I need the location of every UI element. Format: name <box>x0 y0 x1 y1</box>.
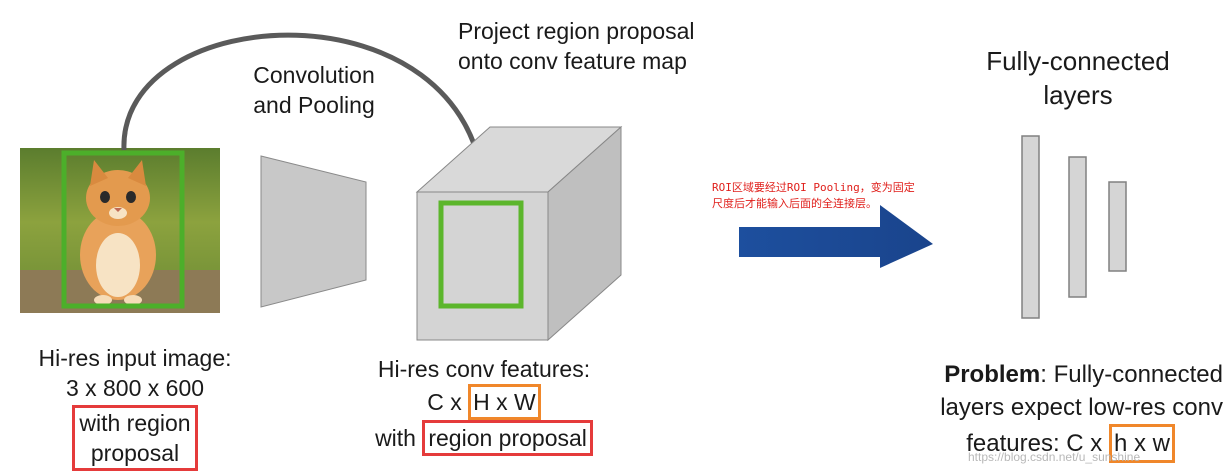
fc-layer-bar-1 <box>1021 135 1040 319</box>
conv-pooling-label: Convolution and Pooling <box>236 60 392 120</box>
fc-layers-label: Fully-connected layers <box>960 44 1196 112</box>
feature-region-proposal-box <box>438 200 524 309</box>
fc-layer-bar-2 <box>1068 156 1087 298</box>
input-region-proposal-box <box>61 150 185 309</box>
conv-caption-line3-prefix: with <box>375 425 423 451</box>
conv-pooling-label-line1: Convolution <box>253 62 375 88</box>
fc-layers-label-line2: layers <box>1043 80 1113 110</box>
conv-pooling-label-line2: and Pooling <box>253 92 375 118</box>
problem-caption-hw-highlight: h x w <box>1108 424 1175 463</box>
conv-caption-line1: Hi-res conv features: <box>377 356 591 382</box>
problem-caption: Problem: Fully-connected layers expect l… <box>868 358 1223 463</box>
problem-caption-bold: Problem <box>944 361 1041 388</box>
project-proposal-label-line2: onto conv feature map <box>458 48 687 74</box>
problem-caption-line3-prefix: features: C x <box>966 430 1109 457</box>
fc-layer-bar-3 <box>1108 181 1127 272</box>
roi-pooling-note: ROI区域要经过ROI Pooling，变为固定 尺度后才能输入后面的全连接层。 <box>712 180 915 212</box>
conv-caption-line2: C x H x W <box>355 384 613 420</box>
conv-caption-proposal-highlight: region proposal <box>422 420 593 456</box>
roi-pooling-note-line1: ROI区域要经过ROI Pooling，变为固定 <box>712 181 915 194</box>
problem-caption-line1-rest: : Fully-connected <box>1040 361 1223 388</box>
input-caption-line1: Hi-res input image: <box>38 345 232 371</box>
input-caption-highlight: with region proposal <box>72 405 198 471</box>
input-caption-boxed-line2: proposal <box>90 440 180 466</box>
project-proposal-label: Project region proposal onto conv featur… <box>458 16 695 76</box>
problem-caption-line2: layers expect low-res conv <box>940 394 1223 421</box>
project-proposal-label-line1: Project region proposal <box>458 18 695 44</box>
conv-caption: Hi-res conv features: C x H x W with reg… <box>355 354 613 456</box>
roi-pooling-arrow <box>739 205 933 268</box>
fc-layers-label-line1: Fully-connected <box>986 46 1170 76</box>
problem-caption-line1: Problem: Fully-connected <box>868 358 1223 391</box>
conv-pooling-trapezoid <box>260 155 367 308</box>
problem-caption-line3: features: C x h x w <box>868 424 1223 463</box>
conv-feature-cube <box>415 125 623 342</box>
input-image <box>20 148 220 313</box>
roi-pooling-note-line2: 尺度后才能输入后面的全连接层。 <box>712 197 877 210</box>
conv-caption-line3: with region proposal <box>355 420 613 456</box>
input-caption-boxed-line1: with region <box>79 410 191 436</box>
conv-caption-hw-highlight: H x W <box>468 384 541 420</box>
input-caption: Hi-res input image: 3 x 800 x 600 with r… <box>20 343 250 471</box>
projection-arrow <box>121 32 487 193</box>
input-caption-line2: 3 x 800 x 600 <box>65 375 205 401</box>
conv-caption-line2-prefix: C x <box>427 389 469 415</box>
watermark: https://blog.csdn.net/u_sunshine <box>968 450 1141 464</box>
